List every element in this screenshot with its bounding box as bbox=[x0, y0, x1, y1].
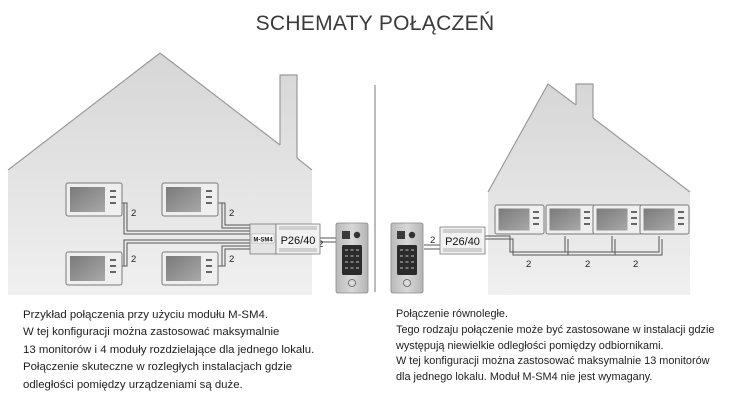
door-panel bbox=[390, 222, 424, 294]
caption-line: Połączenie równoległe. bbox=[396, 308, 509, 320]
caption-line: Tego rodzaju połączenie może być zastoso… bbox=[396, 323, 715, 336]
caption-line: odległości pomiędzy urządzeniami są duże… bbox=[23, 378, 243, 391]
msm4-module: M-SM4 P26/40 bbox=[249, 223, 321, 255]
caption-line: W tej konfiguracji można zastosować maks… bbox=[396, 355, 710, 368]
left-caption: Przykład połączenia przy użyciu modułu M… bbox=[23, 307, 314, 394]
right-house bbox=[487, 83, 691, 295]
wire-count-label: 2 bbox=[229, 208, 234, 219]
page-title: SCHEMATY POŁĄCZEŃ bbox=[255, 12, 495, 35]
bus-module: P26/40 bbox=[439, 226, 486, 255]
right-chimney bbox=[575, 83, 594, 118]
module-label: M-SM4 bbox=[253, 238, 273, 244]
right-wire-labels: 2 2 2 2 bbox=[430, 235, 638, 270]
monitor bbox=[65, 182, 123, 217]
right-caption: Połączenie równoległe. Tego rodzaju połą… bbox=[396, 307, 714, 386]
monitor bbox=[161, 182, 219, 217]
door-panel bbox=[335, 222, 369, 294]
left-house bbox=[7, 52, 313, 295]
wire-count-label: 2 bbox=[585, 259, 590, 270]
left-roof-line bbox=[7, 52, 281, 171]
left-wire-labels: 2 2 2 2 2 bbox=[131, 208, 323, 265]
caption-line: dla jednego lokalu. Moduł M-SM4 nie jest… bbox=[396, 371, 653, 384]
caption-line: występują niewielkie odległości pomiędzy… bbox=[396, 339, 664, 352]
wire-count-label: 2 bbox=[229, 254, 234, 265]
left-monitors bbox=[65, 182, 219, 286]
monitor bbox=[639, 204, 690, 235]
wire-count-label: 2 bbox=[526, 259, 531, 270]
bus-label: P26/40 bbox=[445, 236, 480, 248]
wire-count-label: 2 bbox=[318, 239, 323, 250]
caption-line: Przykład połączenia przy użyciu modułu M… bbox=[23, 309, 268, 321]
wire-count-label: 2 bbox=[633, 259, 638, 270]
monitor bbox=[65, 251, 123, 286]
right-wiring bbox=[424, 235, 663, 256]
caption-line: 13 monitorów i 4 moduły rozdzielające dl… bbox=[23, 343, 315, 356]
left-chimney bbox=[279, 74, 313, 171]
left-house-outline bbox=[8, 53, 312, 295]
wire-count-label: 2 bbox=[131, 208, 136, 219]
right-roof-line-2 bbox=[592, 117, 691, 193]
monitor bbox=[592, 204, 643, 235]
monitor bbox=[494, 204, 545, 235]
monitor bbox=[545, 204, 596, 235]
bus-label: P26/40 bbox=[281, 235, 316, 247]
monitor bbox=[161, 251, 219, 286]
caption-line: Połączenie skuteczne w rozległych instal… bbox=[23, 361, 293, 374]
caption-line: W tej konfiguracji można zastosować maks… bbox=[23, 326, 280, 339]
wire-count-label: 2 bbox=[430, 235, 435, 246]
right-house-outline bbox=[488, 84, 690, 295]
right-monitors bbox=[494, 204, 690, 235]
right-roof-line bbox=[487, 83, 577, 193]
wire-count-label: 2 bbox=[131, 254, 136, 265]
